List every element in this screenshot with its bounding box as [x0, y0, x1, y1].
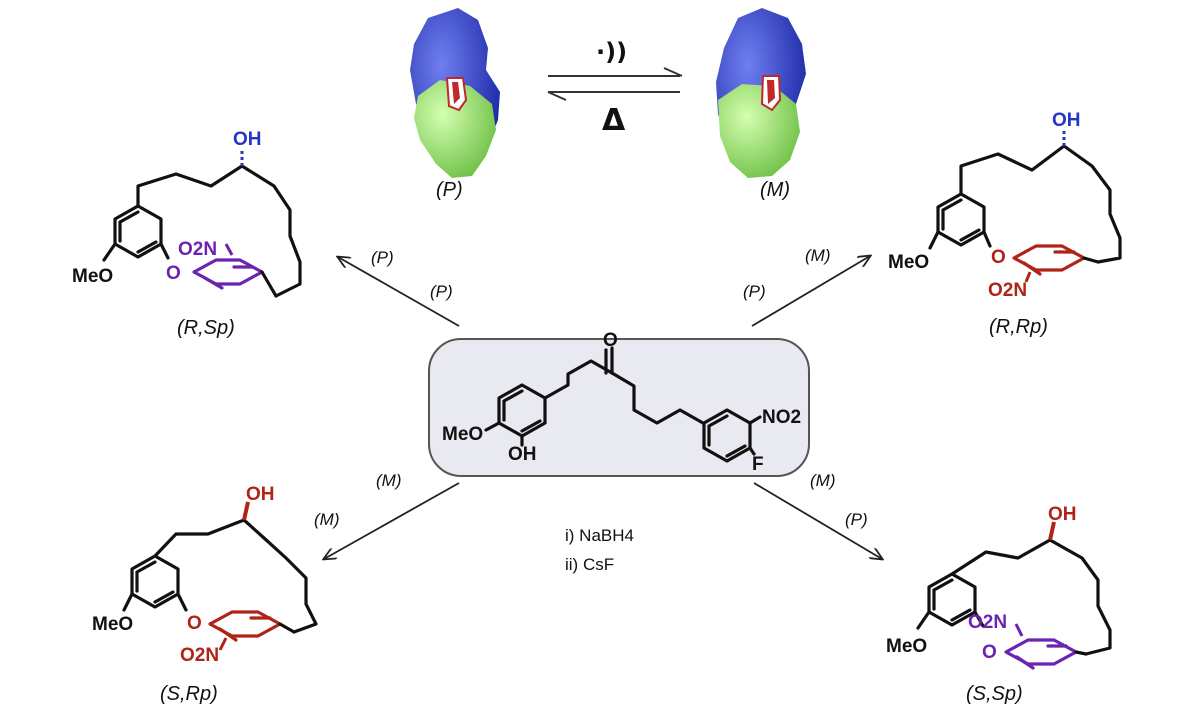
product-tl-structure [102, 148, 302, 298]
arrow-br-label-1: (M) [810, 471, 835, 490]
product-tr-oh: OH [1052, 110, 1081, 131]
product-tr-caption: (R,Rp) [989, 316, 1048, 338]
product-br-methoxy: MeO [886, 636, 927, 657]
label-m-model: (M) [760, 179, 790, 201]
product-tl-oh: OH [233, 129, 262, 150]
product-bl-oh: OH [246, 484, 275, 505]
condition-step-2: ii) CsF [565, 555, 614, 574]
product-bl-methoxy: MeO [92, 614, 133, 635]
ketone-oxygen: O [603, 330, 618, 351]
product-tr-nitro: O2N [988, 280, 1027, 301]
arrow-bl-label-2: (M) [314, 510, 339, 529]
center-hydroxy: OH [508, 444, 537, 465]
arrow-tl-label-1: (P) [371, 248, 394, 267]
heat-symbol: Δ [602, 103, 626, 138]
product-br-nitro: O2N [968, 612, 1007, 633]
arrow-to-top-right [751, 256, 870, 327]
product-br-ether-o: O [982, 642, 997, 663]
arrow-tr-label-2: (M) [805, 246, 830, 265]
arrow-tl-label-2: (P) [430, 282, 453, 301]
molecule-model-m [716, 8, 806, 178]
ultrasound-symbol: ·)) [596, 38, 627, 66]
product-tl-caption: (R,Sp) [177, 317, 235, 339]
center-methoxy: MeO [442, 424, 483, 445]
product-br-oh: OH [1048, 504, 1077, 525]
product-bl-structure [122, 501, 318, 651]
product-br-caption: (S,Sp) [966, 683, 1023, 705]
product-bl-nitro: O2N [180, 645, 219, 666]
equilibrium-arrows [547, 67, 683, 101]
product-tr-structure [928, 128, 1122, 283]
product-bl-caption: (S,Rp) [160, 683, 218, 705]
center-fluoro: F [752, 454, 764, 475]
arrow-bl-label-1: (M) [376, 471, 401, 490]
product-br-structure [916, 521, 1112, 670]
product-tr-ether-o: O [991, 247, 1006, 268]
starting-material-structure [484, 346, 762, 463]
label-p-model: (P) [436, 179, 463, 201]
product-tr-methoxy: MeO [888, 252, 929, 273]
arrow-to-top-left [338, 257, 460, 327]
molecule-model-p [410, 8, 500, 178]
center-nitro: NO2 [762, 407, 801, 428]
arrow-br-label-2: (P) [845, 510, 868, 529]
product-bl-ether-o: O [187, 613, 202, 634]
starting-material-box [428, 338, 810, 477]
product-tl-nitro: O2N [178, 239, 217, 260]
product-tl-methoxy: MeO [72, 266, 113, 287]
condition-step-1: i) NaBH4 [565, 526, 634, 545]
arrow-tr-label-1: (P) [743, 282, 766, 301]
arrow-to-bottom-right [753, 482, 882, 559]
arrow-to-bottom-left [324, 482, 460, 559]
product-tl-ether-o: O [166, 263, 181, 284]
